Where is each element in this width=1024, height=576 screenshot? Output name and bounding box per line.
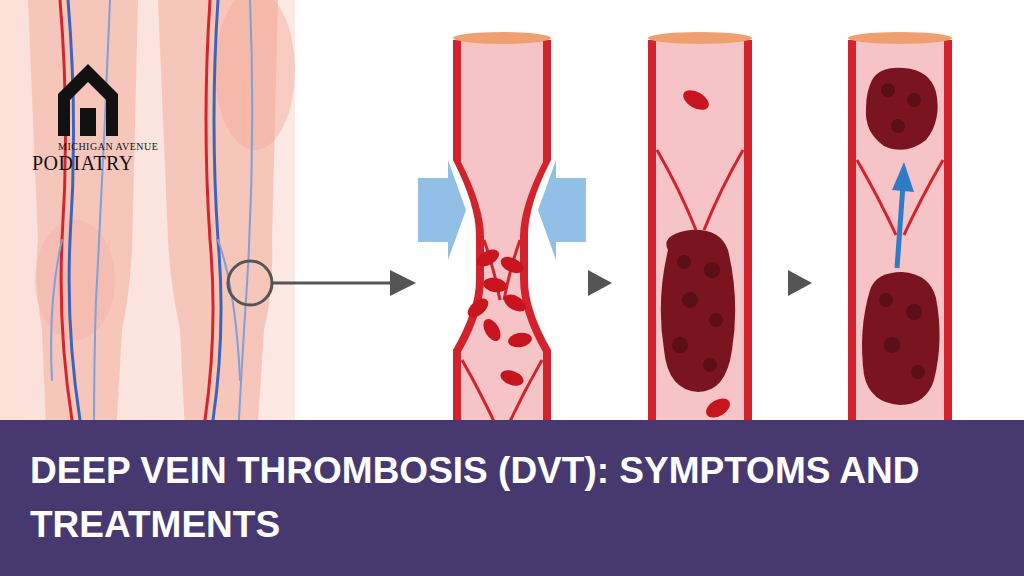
step-arrow — [788, 270, 812, 296]
zoom-arrow — [272, 282, 392, 285]
logo-text: PODIATRY — [32, 152, 134, 175]
title-banner: DEEP VEIN THROMBOSIS (DVT): SYMPTOMS AND… — [0, 420, 1024, 576]
logo-icon — [58, 64, 118, 136]
logo-text: MICHIGAN AVENUE — [58, 141, 158, 152]
title-text: DEEP VEIN THROMBOSIS (DVT): SYMPTOMS AND… — [30, 444, 1005, 552]
step-arrow — [588, 270, 612, 296]
zoom-circle — [228, 261, 272, 305]
